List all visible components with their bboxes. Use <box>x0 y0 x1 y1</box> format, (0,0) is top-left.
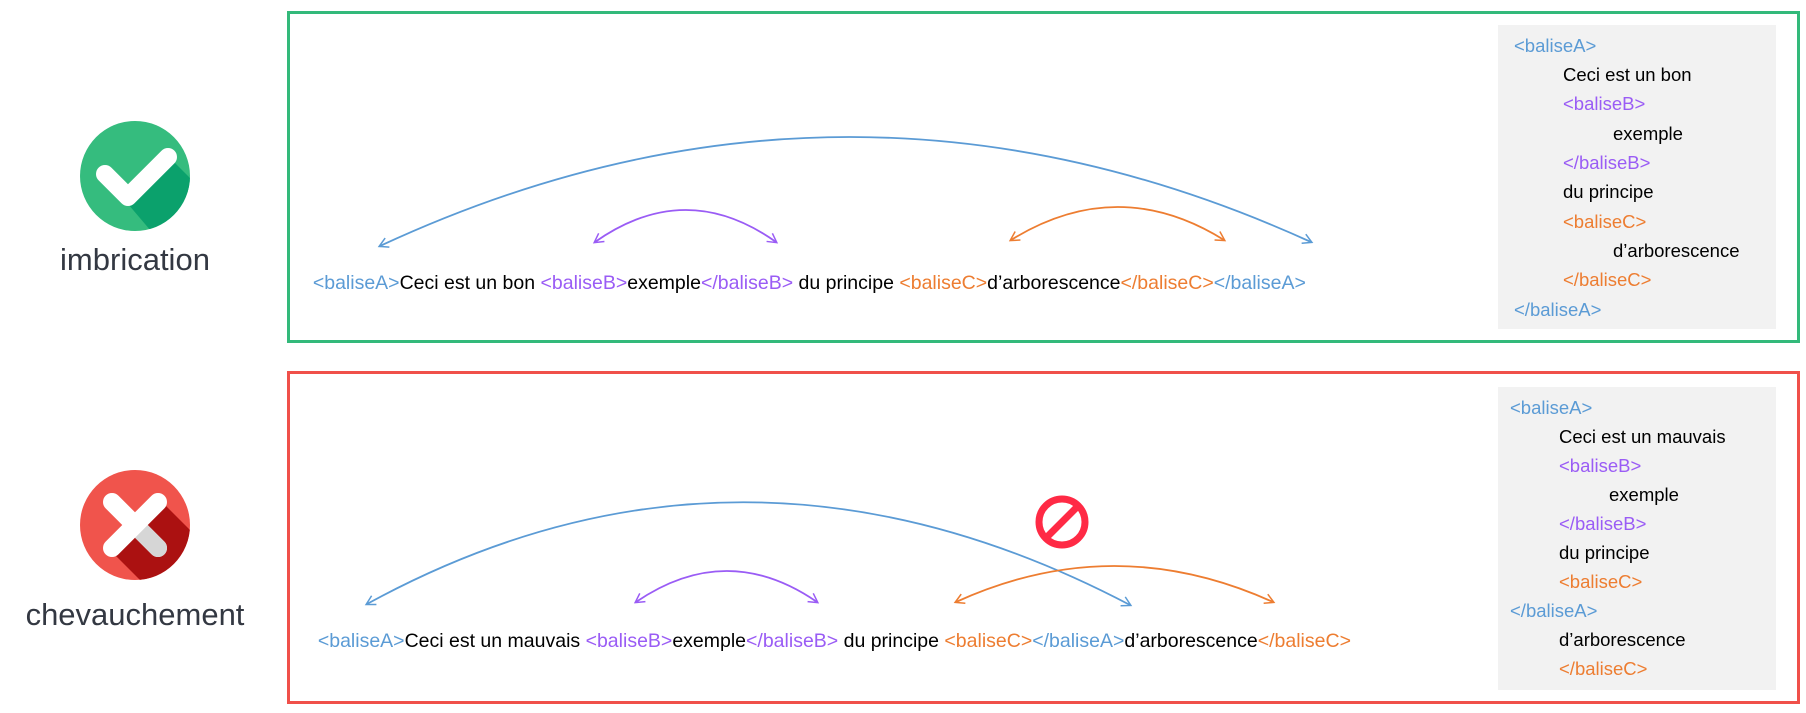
text-segment: du principe <box>838 630 945 652</box>
tree-line: </baliseC> <box>1559 658 1648 679</box>
arc-baliseB <box>592 209 779 244</box>
text-segment: du principe <box>793 272 900 294</box>
tree-line: du principe <box>1563 181 1654 202</box>
tree-line: </baliseA> <box>1510 600 1598 621</box>
tree-line: exemple <box>1609 484 1679 505</box>
tree-line: Ceci est un bon <box>1563 64 1692 85</box>
tag-open-baliseA: <baliseA> <box>317 630 405 652</box>
tag-close-baliseA: </baliseA> <box>1213 272 1306 294</box>
tree-line: <baliseB> <box>1559 455 1642 476</box>
tree-line: </baliseB> <box>1559 513 1647 534</box>
overlap-tree-view: <baliseA> Ceci est un mauvais <baliseB> … <box>1498 387 1776 690</box>
tag-close-baliseA: </baliseA> <box>1032 630 1125 652</box>
prohibited-icon <box>1035 495 1089 549</box>
nested-inline-markup: <baliseA>Ceci est un bon <baliseB>exempl… <box>302 249 1306 295</box>
nesting-example-panel <box>287 11 1800 343</box>
text-segment: d’arborescence <box>1124 630 1258 652</box>
arc-baliseB-overlap <box>633 570 820 604</box>
arc-baliseC <box>1008 206 1227 242</box>
tag-close-baliseC: </baliseC> <box>1257 630 1351 652</box>
tree-line: <baliseA> <box>1510 397 1593 418</box>
imbrication-label: imbrication <box>60 242 210 277</box>
arc-baliseC-overlap <box>953 565 1276 605</box>
tree-line: exemple <box>1613 123 1683 144</box>
tag-close-baliseC: </baliseC> <box>1120 272 1214 294</box>
tree-line: </baliseC> <box>1563 269 1652 290</box>
arc-baliseA <box>377 136 1314 248</box>
overlap-example-panel <box>287 371 1800 704</box>
tree-line: <baliseC> <box>1559 571 1643 592</box>
tag-open-baliseA: <baliseA> <box>312 272 400 294</box>
tag-open-baliseC: <baliseC> <box>944 630 1033 652</box>
text-segment: Ceci est un mauvais <box>404 630 586 652</box>
chevauchement-label: chevauchement <box>25 597 245 632</box>
arc-baliseA-overlap <box>364 501 1133 607</box>
tree-line: d’arborescence <box>1613 240 1740 261</box>
nested-tree-view: <baliseA> Ceci est un bon <baliseB> exem… <box>1498 25 1776 329</box>
tree-line: <baliseB> <box>1563 93 1646 114</box>
tree-line: d’arborescence <box>1559 629 1686 650</box>
tag-open-baliseB: <baliseB> <box>585 630 673 652</box>
x-circle-icon <box>80 470 190 580</box>
tree-line: </baliseA> <box>1514 299 1602 320</box>
tag-open-baliseB: <baliseB> <box>540 272 628 294</box>
text-segment: exemple <box>627 272 701 294</box>
tree-line: du principe <box>1559 542 1650 563</box>
tag-open-baliseC: <baliseC> <box>899 272 988 294</box>
text-segment: exemple <box>672 630 747 652</box>
text-segment: d’arborescence <box>987 272 1121 294</box>
tree-line: <baliseC> <box>1563 211 1647 232</box>
tree-line: <baliseA> <box>1514 35 1597 56</box>
tag-close-baliseB: </baliseB> <box>746 630 839 652</box>
overlap-inline-markup: <baliseA>Ceci est un mauvais <baliseB>ex… <box>307 607 1351 653</box>
tree-line: Ceci est un mauvais <box>1559 426 1726 447</box>
text-segment: Ceci est un bon <box>399 272 541 294</box>
tree-line: </baliseB> <box>1563 152 1651 173</box>
tag-close-baliseB: </baliseB> <box>700 272 794 294</box>
check-circle-icon <box>80 121 190 231</box>
